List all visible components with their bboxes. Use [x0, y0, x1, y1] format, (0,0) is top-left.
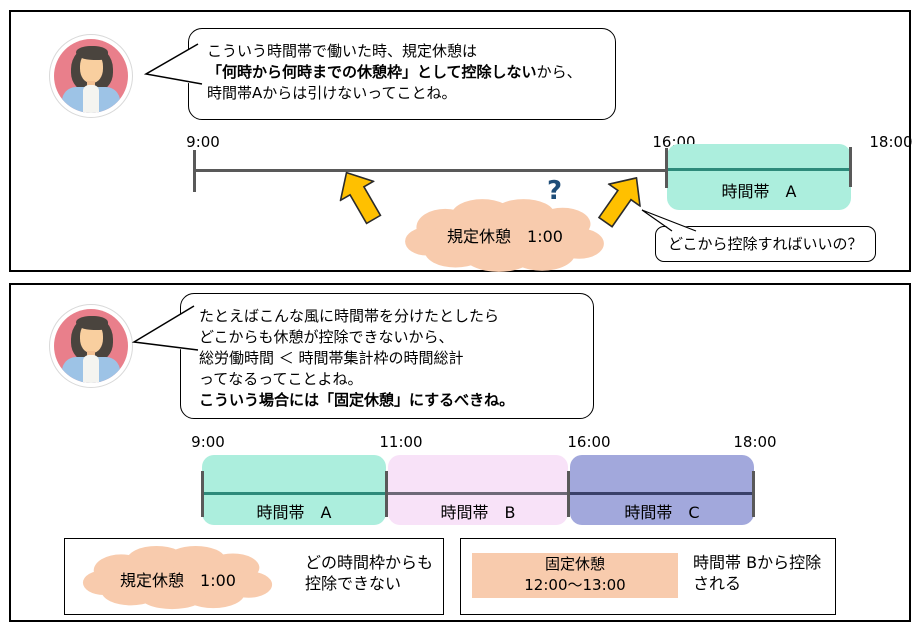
avatar-woman-icon	[49, 304, 133, 388]
tick-900	[193, 150, 196, 192]
bubble-line: ってなるってことよね。	[199, 370, 363, 388]
zone-a: 時間帯 A	[202, 455, 386, 525]
ask-bubble: どこから控除すればいいの？	[655, 226, 876, 262]
zone-a-label: 時間帯 A	[721, 182, 797, 201]
fixed-break-label: 固定休憩	[544, 555, 605, 573]
avatar-fringe	[76, 46, 108, 60]
cloud-icon	[405, 199, 604, 272]
tick-900	[201, 471, 204, 517]
time-label-900: 9:00	[191, 433, 225, 451]
question-mark: ?	[547, 176, 563, 206]
time-label-1800: 18:00	[869, 133, 913, 151]
bubble-line: 総労働時間 ＜ 時間帯集計枠の時間総計	[199, 349, 464, 367]
bubble-line: どこからも休憩が控除できないから、	[199, 328, 454, 346]
up-arrow-left-icon	[339, 171, 382, 225]
avatar-fringe	[76, 316, 108, 330]
zone-c: 時間帯 C	[570, 455, 754, 525]
zone-a-axis-segment	[667, 168, 851, 171]
fixed-break-time: 12:00～13:00	[524, 576, 626, 594]
avatar-woman-icon	[49, 34, 133, 118]
speech-bubble-tail	[131, 305, 199, 352]
fixed-break-box: 固定休憩 12:00～13:00	[472, 553, 678, 598]
speech-bubble: こういう時間帯で働いた時、規定休憩は 「何時から何時までの休憩枠」として控除しな…	[188, 28, 616, 120]
timeline-axis	[195, 169, 669, 172]
legend-left-desc-line2: 控除できない	[305, 574, 402, 593]
break-cloud: 規定休憩 1:00	[80, 545, 276, 611]
cloud-icon	[82, 545, 273, 610]
tick-1600	[567, 471, 570, 517]
legend-right-desc-line2: される	[693, 574, 742, 593]
tick-1800	[849, 147, 852, 187]
break-cloud-label: 規定休憩 1:00	[120, 571, 236, 590]
bubble-line: 「何時から何時までの休憩枠」として控除しないから、	[207, 62, 597, 83]
bubble-line-bold: こういう場合には「固定休憩」にするべきね。	[199, 391, 515, 409]
zone-c-label: 時間帯 C	[624, 503, 700, 522]
break-cloud: 規定休憩 1:00	[402, 198, 608, 274]
time-label-1100: 11:00	[379, 433, 423, 451]
legend-right-desc: 時間帯 Bから控除 される	[693, 552, 821, 594]
avatar-background	[54, 39, 128, 113]
up-arrow-right-icon	[597, 176, 642, 228]
time-label-1800: 18:00	[733, 433, 777, 451]
time-label-1600: 16:00	[567, 433, 611, 451]
bubble-line: こういう時間帯で働いた時、規定休憩は	[207, 42, 478, 60]
time-label-900: 9:00	[186, 133, 220, 151]
bubble-line-rest: から、	[536, 63, 582, 81]
tick-1100	[385, 471, 388, 517]
bubble-line: 時間帯Aからは引けないってことね。	[207, 84, 457, 102]
break-cloud-label: 規定休憩 1:00	[447, 227, 563, 246]
tick-1600	[665, 148, 668, 188]
avatar-shirt	[83, 355, 99, 383]
legend-right-box: 固定休憩 12:00～13:00 時間帯 Bから控除 される	[460, 538, 836, 615]
bubble-line-bold: 「何時から何時までの休憩枠」として控除しない	[207, 63, 537, 81]
legend-left-box: 規定休憩 1:00 どの時間枠からも 控除できない	[64, 538, 444, 615]
zone-b: 時間帯 B	[388, 455, 568, 525]
zone-c-axis-segment	[570, 492, 754, 495]
speech-bubble-tail	[144, 43, 203, 86]
legend-right-desc-line1: 時間帯 Bから控除	[693, 553, 822, 572]
tick-1800	[752, 471, 755, 517]
zone-a-axis-segment	[202, 492, 386, 495]
panel-top: こういう時間帯で働いた時、規定休憩は 「何時から何時までの休憩枠」として控除しな…	[9, 10, 913, 274]
speech-bubble: たとえばこんな風に時間帯を分けたとしたら どこからも休憩が控除できないから、 総…	[180, 293, 594, 419]
zone-a-label: 時間帯 A	[256, 503, 332, 522]
avatar-shirt	[83, 85, 99, 113]
ask-bubble-tail	[641, 209, 697, 232]
zone-a-top: 時間帯 A	[667, 144, 851, 210]
legend-left-desc-line1: どの時間枠からも	[305, 553, 434, 572]
panel-bottom: たとえばこんな風に時間帯を分けたとしたら どこからも休憩が控除できないから、 総…	[9, 283, 911, 622]
avatar-background	[54, 309, 128, 383]
zone-b-label: 時間帯 B	[440, 503, 516, 522]
bubble-line: たとえばこんな風に時間帯を分けたとしたら	[199, 307, 500, 325]
legend-left-desc: どの時間枠からも 控除できない	[305, 552, 433, 594]
zone-b-axis-segment	[388, 492, 568, 495]
